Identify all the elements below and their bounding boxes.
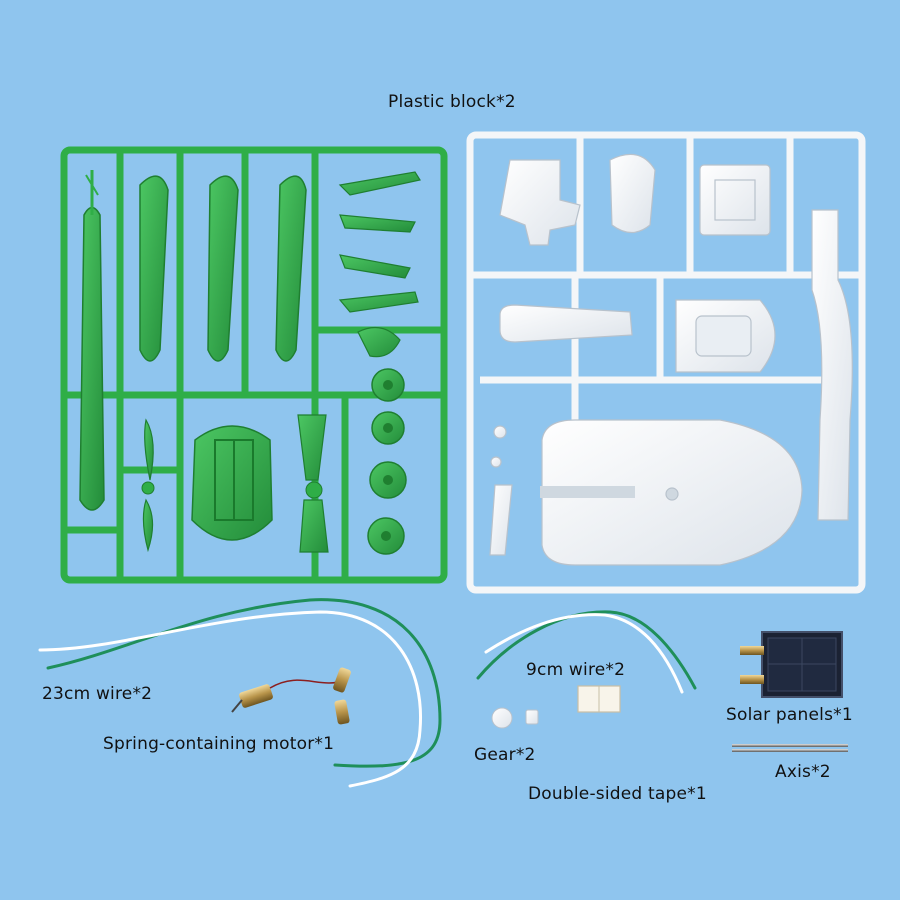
double-sided-tape-part [577,685,621,713]
motor-part [231,667,351,725]
long-wires [38,598,442,788]
wire-9cm-label: 9cm wire*2 [526,660,626,680]
axis-label: Axis*2 [775,762,831,782]
solar-panels-label: Solar panels*1 [726,705,853,725]
solar-panel-part [740,631,843,698]
short-wires [476,610,697,694]
plastic-block-label: Plastic block*2 [388,92,516,112]
double-sided-tape-label: Double-sided tape*1 [528,784,707,804]
gear-label: Gear*2 [474,745,536,765]
wire-23cm-label: 23cm wire*2 [42,684,153,704]
green-parts [79,170,421,555]
gear-part [491,707,539,729]
motor-label: Spring-containing motor*1 [103,734,335,754]
axis-part [732,744,848,752]
white-parts [489,153,853,566]
